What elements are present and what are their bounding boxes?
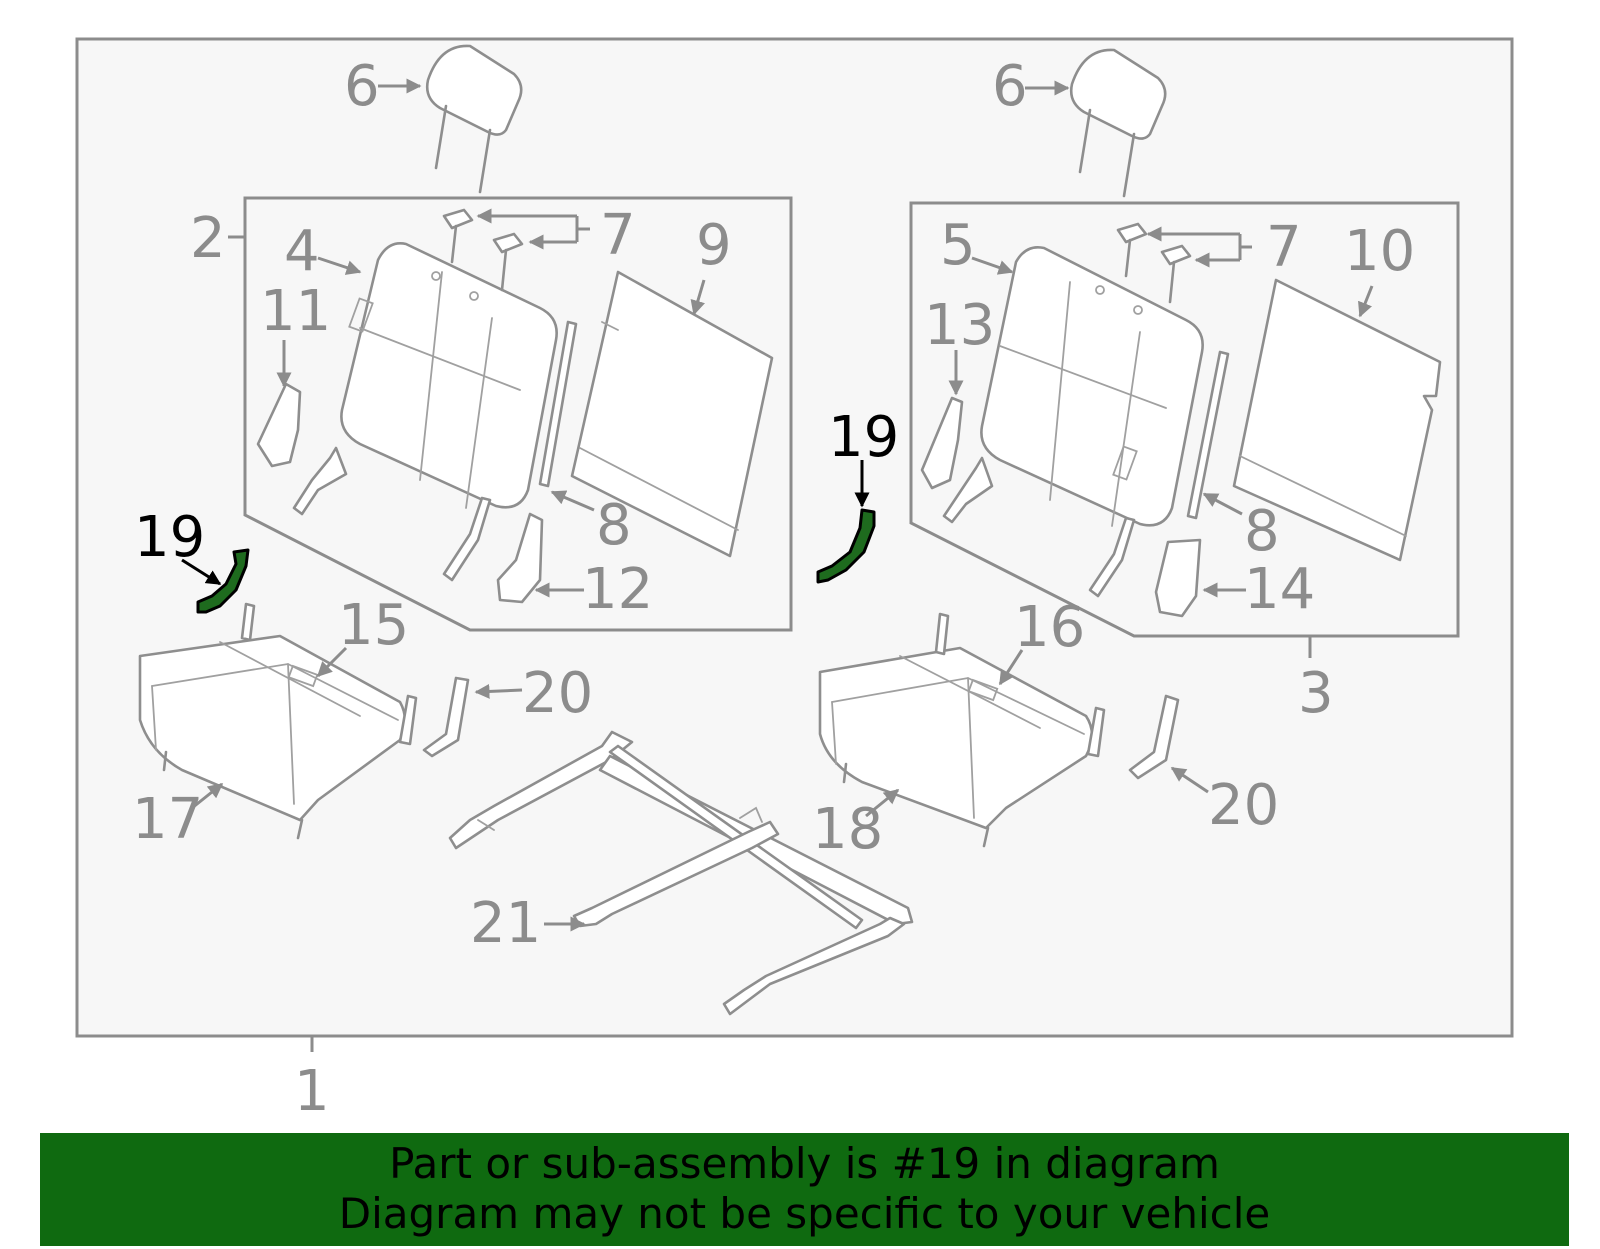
callout-18: 18: [812, 797, 883, 862]
callout-10: 10: [1344, 219, 1415, 284]
callout-19-right: 19: [828, 405, 899, 470]
callout-6-left: 6: [344, 54, 380, 119]
callout-8-right: 8: [1244, 499, 1280, 564]
callout-21: 21: [470, 891, 541, 956]
trim-20-right: [1128, 694, 1180, 780]
bolts-right: [1116, 222, 1192, 304]
callout-13: 13: [924, 293, 995, 358]
callout-17: 17: [132, 787, 203, 852]
banner-line-1: Part or sub-assembly is #19 in diagram: [389, 1139, 1220, 1188]
callout-14: 14: [1244, 557, 1315, 622]
callout-16: 16: [1014, 595, 1085, 660]
callout-6-right: 6: [992, 54, 1028, 119]
left-seatback-assembly-box: [243, 196, 793, 632]
bracket-11: [256, 382, 302, 468]
headrest-left: [425, 44, 523, 194]
trim-20-left: [422, 676, 470, 758]
bracket-13: [920, 396, 964, 490]
seatback-right: [942, 246, 1204, 598]
callout-12: 12: [582, 557, 653, 622]
part-19-highlight-right: [816, 508, 876, 584]
bracket-12: [496, 512, 544, 604]
callout-9: 9: [696, 213, 732, 278]
callout-15: 15: [338, 593, 409, 658]
right-seatback-assembly-box: [909, 201, 1460, 638]
callout-2: 2: [190, 206, 226, 271]
bracket-14: [1154, 538, 1202, 618]
callout-3: 3: [1298, 661, 1334, 726]
callout-1: 1: [294, 1059, 330, 1124]
rod-left: [538, 320, 578, 488]
banner-line-2: Diagram may not be specific to your vehi…: [338, 1189, 1271, 1238]
part-19-highlight-left: [196, 548, 250, 614]
seatback-panel-left: [570, 270, 774, 558]
callout-8-left: 8: [596, 493, 632, 558]
callout-7-right: 7: [1266, 215, 1302, 280]
callout-20-right: 20: [1208, 773, 1279, 838]
seat-cushion-right: [818, 612, 1106, 848]
rod-right: [1186, 350, 1230, 520]
seatback-panel-right: [1232, 278, 1442, 562]
seat-cushion-left: [138, 602, 418, 840]
seat-frame-21: [448, 730, 914, 1016]
bolts-left: [442, 208, 524, 292]
leader-lines: [181, 78, 1374, 1052]
info-banner: Part or sub-assembly is #19 in diagram D…: [40, 1133, 1569, 1246]
callout-7-left: 7: [600, 203, 636, 268]
seatback-left: [292, 242, 558, 582]
callout-19-left: 19: [134, 505, 205, 570]
callout-5: 5: [940, 213, 976, 278]
callout-4: 4: [284, 219, 320, 284]
callout-11: 11: [260, 279, 331, 344]
callout-labels: 6 6 2 4 7 7 9 5 10 11 13 19 19 8 8 12 14…: [132, 54, 1415, 1124]
callout-20-left: 20: [522, 661, 593, 726]
headrest-right: [1069, 48, 1167, 198]
